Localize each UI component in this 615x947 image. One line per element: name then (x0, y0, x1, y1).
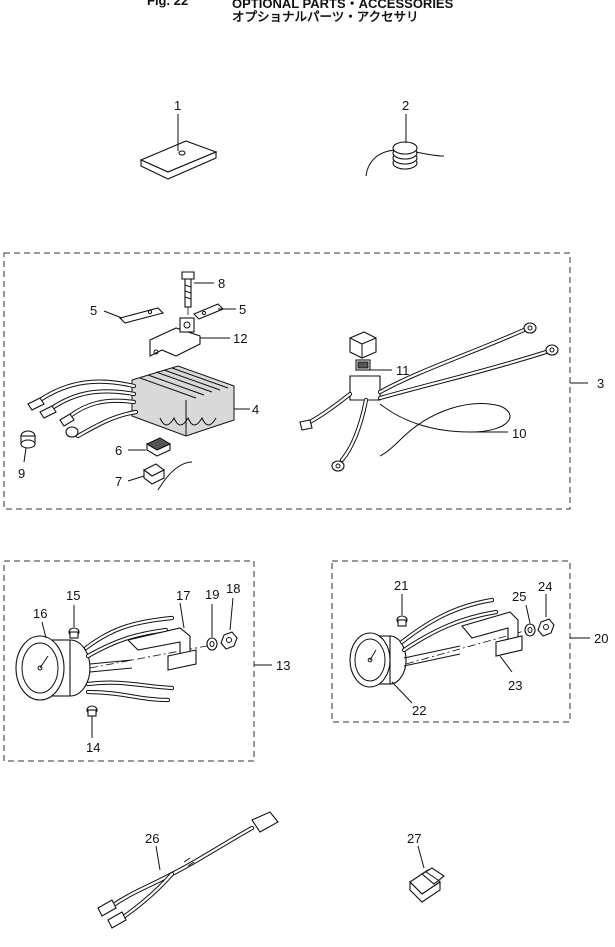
kit-box-3 (3, 252, 571, 510)
figure-number: Fig. 22 (147, 0, 189, 8)
part-17-bracket[interactable] (126, 627, 197, 671)
callout-27: 27 (407, 831, 421, 846)
part-5-strap-right[interactable] (193, 303, 224, 320)
part-18-nut[interactable] (220, 631, 238, 650)
callout-1: 1 (174, 98, 181, 113)
callout-25: 25 (512, 589, 526, 604)
callout-24: 24 (538, 579, 552, 594)
title-english: OPTIONAL PARTS・ACCESSORIES (232, 0, 454, 11)
part-11-relay[interactable] (349, 331, 377, 371)
part-22-gauge[interactable] (349, 632, 407, 688)
callout-23: 23 (508, 678, 522, 693)
callout-16: 16 (33, 606, 47, 621)
callout-5-left: 5 (90, 303, 97, 318)
part-23-bracket[interactable] (461, 611, 523, 657)
callout-12: 12 (233, 331, 247, 346)
part-24-nut[interactable] (537, 618, 555, 637)
part-10-wire-harness[interactable] (299, 322, 559, 472)
callout-7: 7 (115, 474, 122, 489)
part-5-strap-left[interactable] (118, 307, 165, 324)
callout-15: 15 (66, 588, 80, 603)
callout-2: 2 (402, 98, 409, 113)
part-19-washer[interactable] (206, 637, 218, 651)
callout-4: 4 (252, 402, 259, 417)
kit-box-13 (3, 560, 255, 762)
part-7-clamp[interactable] (142, 461, 193, 491)
callout-14: 14 (86, 740, 100, 755)
callout-5-right: 5 (239, 302, 246, 317)
callout-11: 11 (396, 363, 410, 378)
part-12-bracket[interactable] (149, 317, 201, 357)
callout-20: 20 (594, 631, 608, 646)
part-15-bulb[interactable] (68, 627, 80, 639)
part-1-pad[interactable] (139, 140, 218, 180)
callout-19: 19 (205, 587, 219, 602)
callout-13: 13 (276, 658, 290, 673)
callout-22: 22 (412, 703, 426, 718)
callout-9: 9 (18, 466, 25, 481)
callout-3: 3 (597, 376, 604, 391)
part-20-gauge-wires[interactable] (399, 597, 499, 667)
part-21-bulb[interactable] (396, 615, 408, 627)
part-14-bulb[interactable] (86, 705, 98, 717)
callout-26: 26 (145, 831, 159, 846)
part-26-extension-cable[interactable] (97, 811, 279, 929)
callout-8: 8 (218, 276, 225, 291)
callout-10: 10 (512, 426, 526, 441)
part-9-cap[interactable] (20, 430, 36, 449)
part-6-pad[interactable] (145, 437, 172, 457)
part-13-gauge-wires[interactable] (83, 615, 175, 703)
callout-17: 17 (176, 588, 190, 603)
part-4-rectifier[interactable] (27, 365, 235, 439)
part-2-spring[interactable] (365, 141, 445, 177)
title-japanese: オプショナルパーツ・アクセサリ (232, 10, 419, 24)
callout-21: 21 (394, 578, 408, 593)
part-25-washer[interactable] (524, 623, 536, 637)
part-27-connector[interactable] (409, 867, 445, 903)
callout-18: 18 (226, 581, 240, 596)
part-8-bolt[interactable] (181, 271, 195, 308)
callout-6: 6 (115, 443, 122, 458)
part-16-gauge[interactable] (15, 635, 91, 701)
